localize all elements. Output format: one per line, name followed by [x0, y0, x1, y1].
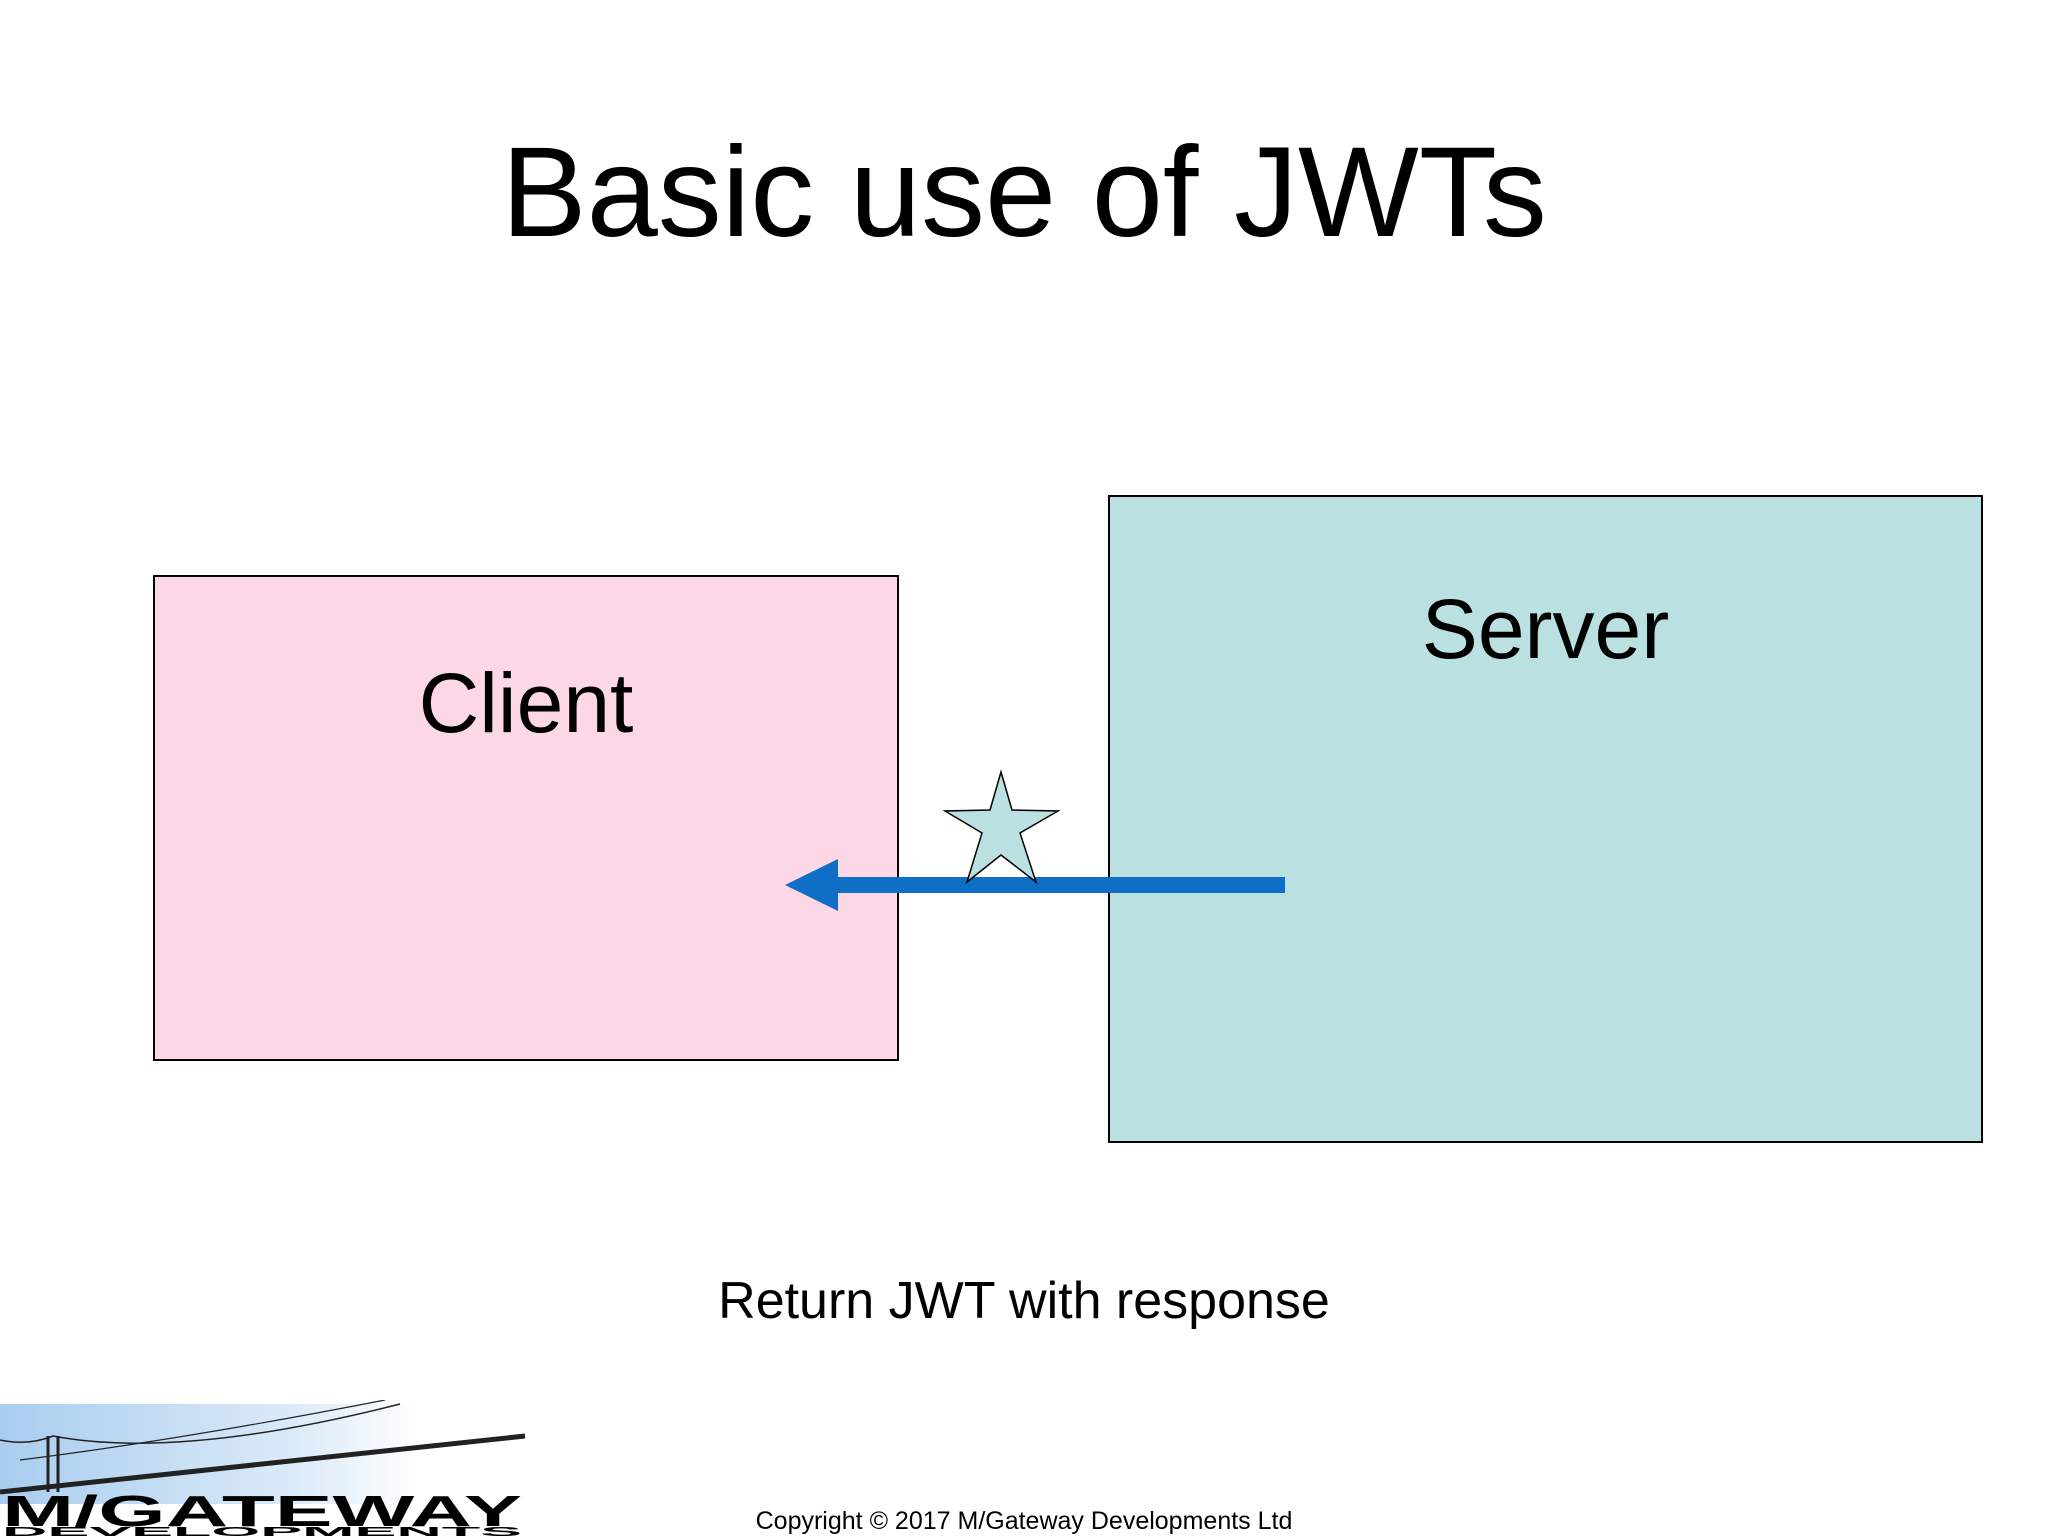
server-label: Server	[1421, 582, 1670, 676]
copyright-notice: Copyright © 2017 M/Gateway Developments …	[755, 1507, 1293, 1535]
client-label: Client	[418, 656, 634, 750]
client-box: Client	[153, 575, 899, 1061]
logo-name: M/GATEWAY	[2, 1487, 522, 1536]
slide-title: Basic use of JWTs	[501, 121, 1547, 264]
company-logo: M/GATEWAY DEVELOPMENTS	[0, 1400, 526, 1536]
logo-tagline: DEVELOPMENTS	[2, 1524, 524, 1536]
star-icon	[942, 769, 1061, 885]
slide-caption: Return JWT with response	[718, 1272, 1330, 1330]
server-box: Server	[1108, 495, 1983, 1143]
bridge-icon	[0, 1400, 526, 1495]
